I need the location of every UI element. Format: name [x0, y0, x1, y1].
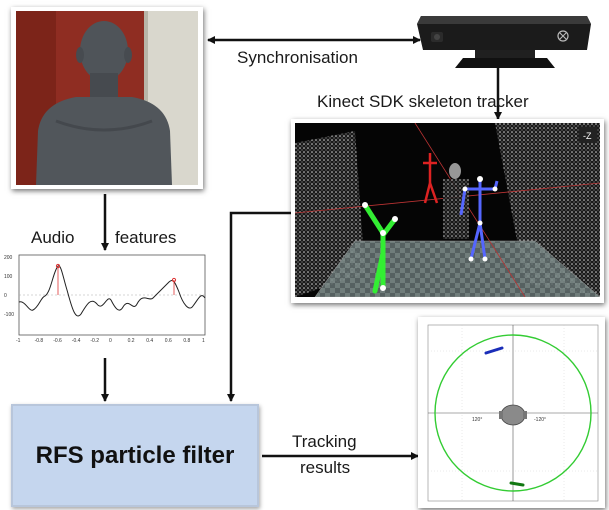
audio-y-tick-label: 100 — [4, 274, 13, 280]
audio-waveform — [18, 265, 206, 317]
angle-label-left: 120° — [472, 417, 482, 423]
angle-label-right: -120° — [534, 417, 546, 423]
audio-x-tick-label: -0.2 — [90, 338, 99, 344]
rfs-label: RFS particle filter — [35, 441, 235, 469]
audio-label: Audio — [31, 228, 75, 247]
audio-y-tick-label: 0 — [4, 293, 7, 299]
head-model-icon — [500, 404, 526, 426]
red-skeleton — [423, 153, 439, 204]
audio-x-tick-label: 0.4 — [146, 338, 153, 344]
audio-x-tick-label: 0.8 — [183, 338, 190, 344]
mannequin-head-photo — [11, 7, 203, 189]
cloud-to-rfs-arrow — [227, 211, 291, 402]
kinect-tracker-label: Kinect SDK skeleton tracker — [317, 92, 529, 111]
audio-x-tick-label: -0.4 — [72, 338, 81, 344]
synchronisation-label: Synchronisation — [237, 48, 358, 67]
blue-skeleton — [459, 179, 499, 260]
audio-x-tick-label: 0.2 — [128, 338, 135, 344]
audio-x-tick-label: 1 — [202, 338, 205, 344]
audio-x-tick-label: 0.6 — [165, 338, 172, 344]
point-cloud-image: -Z — [295, 123, 600, 297]
rfs-particle-filter-box: RFS particle filter — [11, 404, 259, 507]
results-label: results — [300, 458, 351, 477]
audio-x-tick-label: -1 — [16, 338, 21, 344]
audio-x-tick-label: -0.6 — [53, 338, 62, 344]
tracking-label: Tracking — [292, 432, 357, 451]
audio-features-plot: 200 100 0 -100 -1 -0.8 -0.6 -0.4 -0.2 0 0.2 0.4 0.6… — [4, 254, 206, 344]
kinect-sensor — [417, 16, 591, 68]
axis-tag-label: -Z — [583, 131, 592, 141]
mannequin-image — [16, 11, 198, 185]
xbox-logo-icon — [557, 30, 569, 42]
tracking-results-plot: 120° -120° — [418, 317, 605, 508]
audio-x-tick-label: -0.8 — [35, 338, 44, 344]
audio-y-tick-label: -100 — [4, 312, 14, 318]
audio-x-tick-label: 0 — [109, 338, 112, 344]
blue-track — [484, 346, 504, 355]
audio-y-tick-label: 200 — [4, 255, 13, 261]
features-label: features — [115, 228, 177, 247]
tracking-circle — [434, 334, 592, 492]
green-track — [509, 481, 525, 487]
point-cloud-photo: -Z — [291, 119, 604, 303]
